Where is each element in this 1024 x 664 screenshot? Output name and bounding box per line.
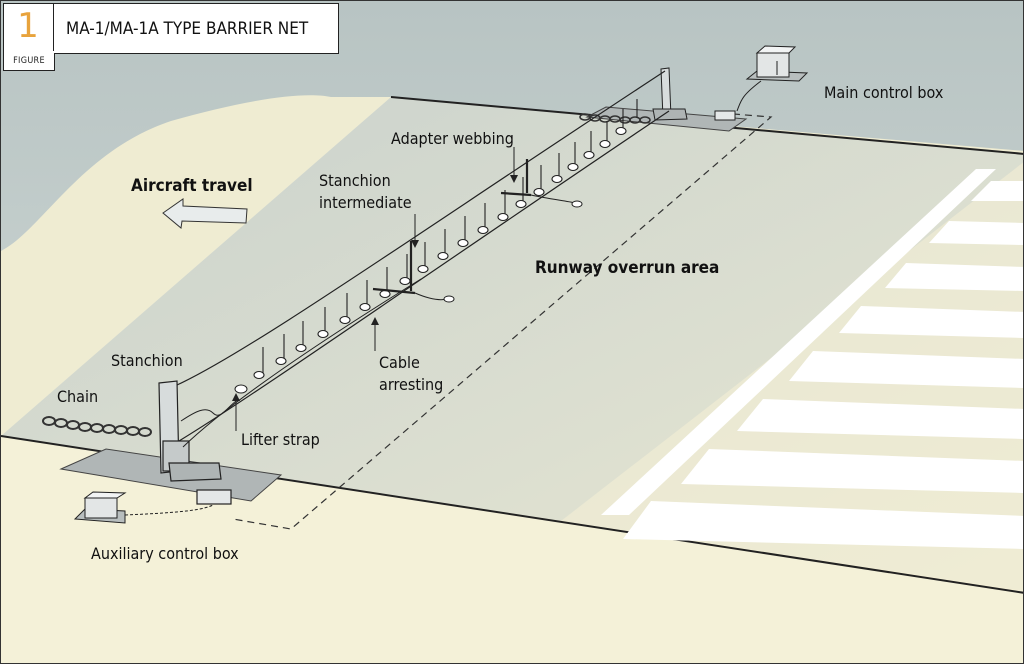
lifter-strap: [180, 398, 240, 422]
top-cable: [176, 70, 666, 386]
figure-title: MA-1/MA-1A TYPE BARRIER NET: [66, 19, 309, 39]
overrun-boundary-dashed: [232, 112, 773, 530]
figure-number: 1: [17, 6, 39, 46]
label-arrowheads: [232, 175, 518, 401]
label-stanchion-intermediate-1: Stanchion: [319, 171, 391, 190]
label-cable-1: Cable: [379, 353, 420, 372]
label-stanchion-intermediate-2: intermediate: [319, 193, 412, 212]
far-stanchion: [652, 67, 736, 121]
figure-number-box: 1: [3, 3, 54, 51]
figure-header: MA-1/MA-1A TYPE BARRIER NET: [3, 3, 339, 54]
figure-tag-box: FIGURE: [3, 53, 55, 71]
intermediate-stanchions: [372, 159, 532, 295]
label-stanchion: Stanchion: [111, 351, 183, 370]
chain-far: [579, 113, 651, 124]
runway-stripes: [601, 169, 1023, 549]
label-main-control-box: Main control box: [824, 83, 944, 102]
label-runway-overrun-area: Runway overrun area: [535, 258, 720, 278]
lifter-strap-loop: [234, 384, 248, 394]
main-control-box-graphic: [736, 45, 809, 112]
auxiliary-control-box-graphic: [73, 491, 214, 524]
chain-near: [42, 416, 152, 437]
label-aircraft-travel: Aircraft travel: [131, 176, 253, 196]
intermediate-stanchion-tethers: [414, 194, 583, 303]
label-leaders: [235, 147, 515, 431]
aircraft-travel-arrow: [162, 198, 248, 229]
label-cable-2: arresting: [379, 375, 444, 394]
label-lifter-strap: Lifter strap: [241, 430, 320, 449]
lower-net-cable: [182, 278, 422, 448]
figure-tag: FIGURE: [13, 56, 45, 66]
label-auxiliary-control-box: Auxiliary control box: [91, 544, 239, 563]
near-stanchion: [158, 380, 232, 505]
label-adapter-webbing: Adapter webbing: [391, 129, 514, 148]
net-straps: [253, 99, 638, 380]
label-chain: Chain: [57, 387, 99, 406]
